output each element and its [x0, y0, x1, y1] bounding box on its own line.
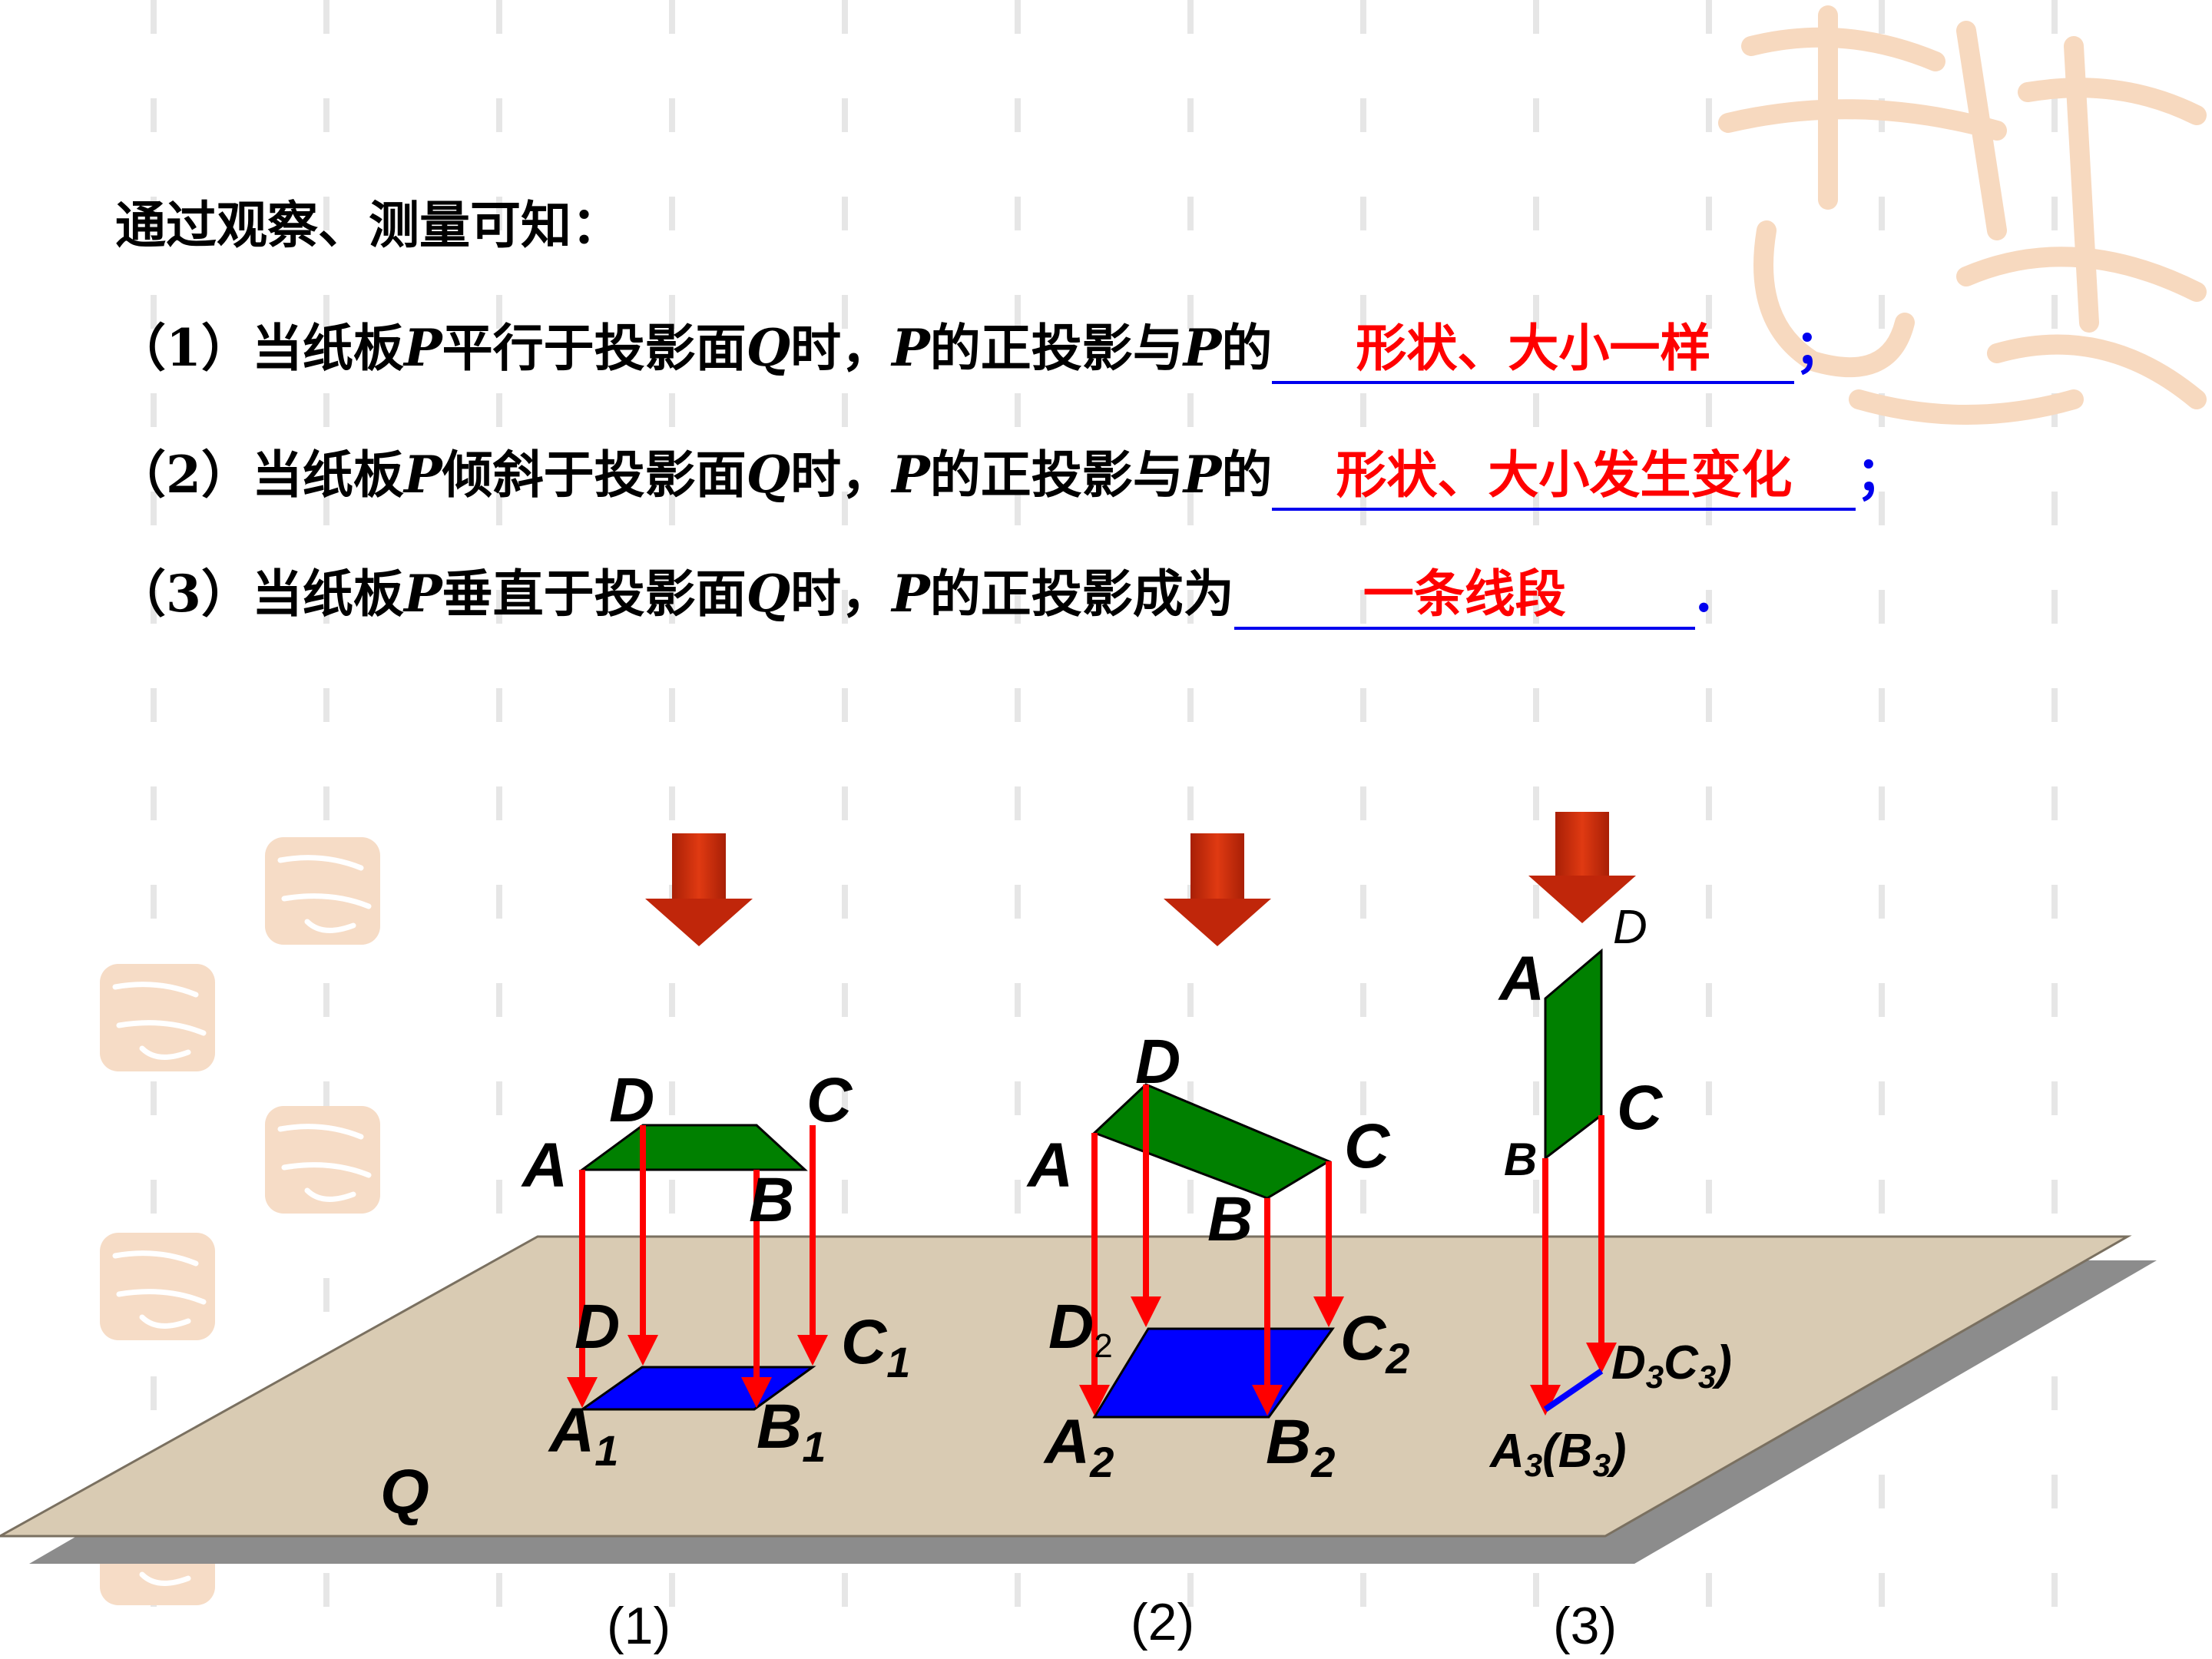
light-arrow-1	[645, 833, 753, 946]
svg-text:B2: B2	[1266, 1407, 1335, 1486]
svg-text:A2: A2	[1043, 1407, 1114, 1486]
board-p-perpendicular	[1544, 948, 1603, 1161]
answer-blank-1: 形状、大小一样	[1272, 307, 1795, 384]
svg-text:(1): (1)	[607, 1597, 671, 1655]
projection-segment	[1543, 1368, 1604, 1412]
answer-blank-2: 形状、大小发生变化	[1272, 434, 1856, 511]
figure-2: A D C B D2 C2 A2 B2 (2)	[1026, 1027, 1409, 1651]
svg-text:A1: A1	[548, 1396, 618, 1475]
svg-text:C2: C2	[1340, 1303, 1409, 1382]
light-arrow-3	[1528, 812, 1636, 923]
svg-text:D2: D2	[1048, 1292, 1113, 1365]
svg-text:(3): (3)	[1553, 1597, 1617, 1655]
svg-text:B: B	[749, 1165, 794, 1235]
svg-text:A: A	[521, 1131, 568, 1200]
svg-text:D: D	[1613, 901, 1647, 954]
plane-label: Q	[380, 1457, 429, 1527]
svg-text:D: D	[609, 1065, 654, 1135]
svg-text:(2): (2)	[1131, 1593, 1194, 1651]
answer-blank-3: 一条线段	[1233, 553, 1695, 630]
svg-text:A: A	[1026, 1131, 1073, 1200]
projection-plane	[0, 1235, 2132, 1538]
figure-3: A D C B D3C3) A3(B3) (3)	[1488, 901, 1732, 1655]
figure-1: A D C B D C1 A1 B1 (1)	[521, 1065, 910, 1655]
svg-text:B1: B1	[757, 1392, 826, 1471]
board-p-inclined	[1092, 1083, 1332, 1200]
svg-text:B: B	[1207, 1184, 1253, 1254]
svg-text:C: C	[1344, 1111, 1391, 1181]
svg-text:C: C	[1617, 1073, 1664, 1143]
intro-text: 通过观察、测量可知：	[115, 195, 622, 255]
statement-1: （1）当纸板P平行于投影面Q时，P的正投影与P的形状、大小一样；	[115, 307, 1845, 384]
svg-text:D: D	[575, 1292, 620, 1362]
watermark-seal-large	[1718, 5, 2207, 425]
svg-text:A: A	[1498, 944, 1545, 1014]
svg-text:D3C3): D3C3)	[1611, 1336, 1732, 1395]
svg-text:C1: C1	[841, 1307, 910, 1386]
statement-3: （3）当纸板P垂直于投影面Q时，P的正投影成为一条线段.	[115, 553, 1713, 630]
svg-text:A3(B3): A3(B3)	[1488, 1425, 1627, 1483]
board-p-parallel	[578, 1124, 808, 1171]
svg-text:D: D	[1135, 1027, 1181, 1097]
light-arrow-2	[1164, 833, 1271, 946]
svg-text:B: B	[1504, 1134, 1537, 1185]
svg-text:C: C	[806, 1065, 853, 1135]
statement-2: （2）当纸板P倾斜于投影面Q时，P的正投影与P的形状、大小发生变化；	[115, 434, 1906, 511]
